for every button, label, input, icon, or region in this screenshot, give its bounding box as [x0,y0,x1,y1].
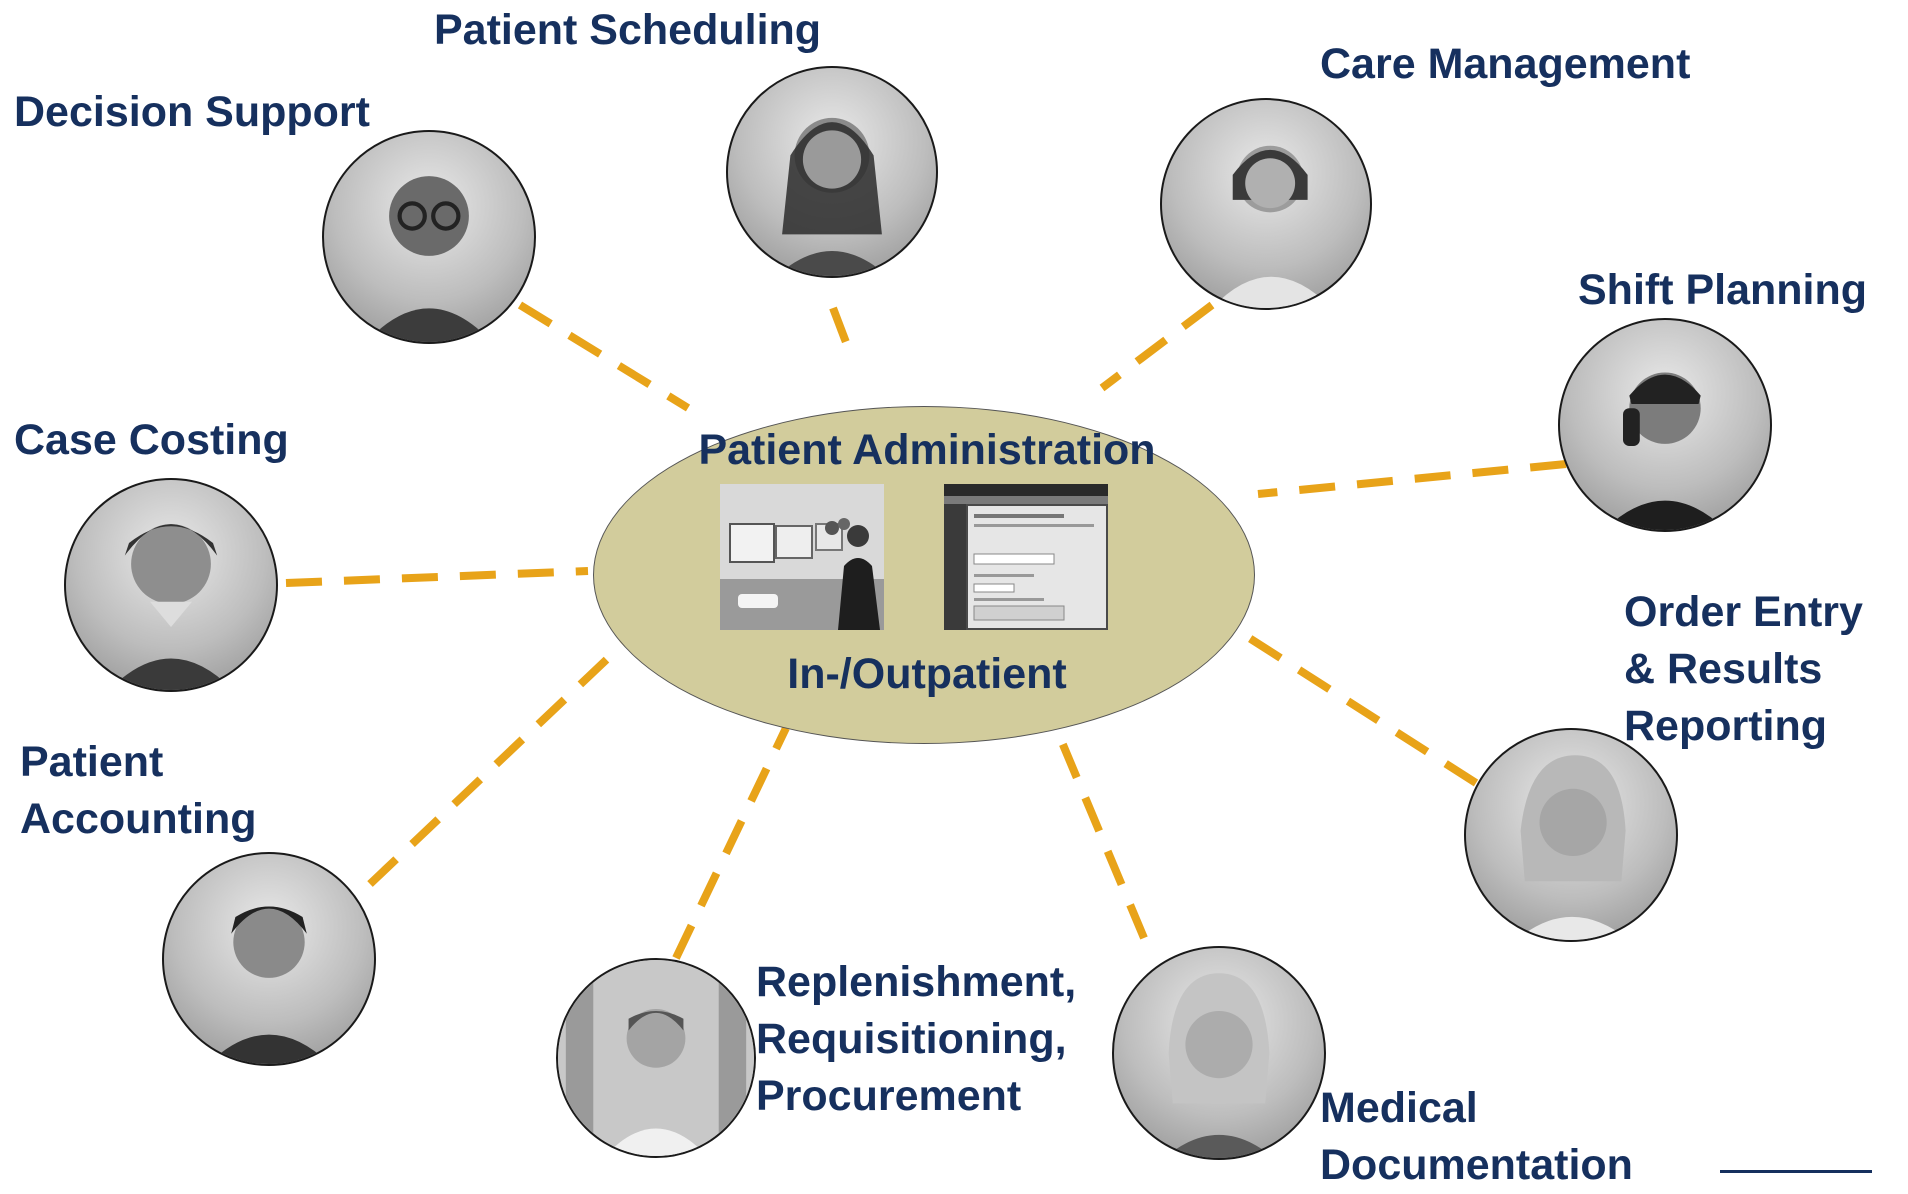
label-case-costing: Case Costing [14,416,289,464]
person-portrait-icon [64,478,278,692]
label-care-management: Care Management [1320,40,1691,88]
label-patient-accounting: Patient Accounting [20,738,257,843]
hub-title: Patient Administration [698,426,1156,474]
person-portrait-icon [1558,318,1772,532]
person-portrait-icon [322,130,536,344]
label-shift-planning: Shift Planning [1578,266,1868,314]
footer-rule [1720,1170,1872,1173]
connector-patient-accounting [367,640,627,887]
software-screen-icon [944,484,1108,630]
connector-case-costing [285,567,589,587]
person-portrait-icon [1112,946,1326,1160]
connector-decision-support [517,301,691,412]
connector-care-management [1099,301,1215,392]
connector-shift-planning [1257,460,1567,498]
person-portrait-icon [556,958,756,1158]
label-order-entry: Order Entry & Results Reporting [1624,588,1863,750]
connector-medical-documentation [1052,726,1148,940]
label-replenishment: Replenishment, Requisitioning, Procureme… [756,958,1077,1120]
hub-ellipse [593,406,1255,744]
person-portrait-icon [1464,728,1678,942]
connector-replenishment [672,726,790,960]
label-decision-support: Decision Support [14,88,370,136]
connector-patient-scheduling [829,306,856,360]
person-portrait-icon [726,66,938,278]
person-portrait-icon [162,852,376,1066]
hub-subtitle: In-/Outpatient [787,650,1067,698]
label-patient-scheduling: Patient Scheduling [434,6,822,54]
label-medical-documentation: Medical Documentation [1320,1084,1633,1189]
call-center-photo-icon [720,484,884,630]
person-portrait-icon [1160,98,1372,310]
connector-order-entry [1229,623,1479,787]
